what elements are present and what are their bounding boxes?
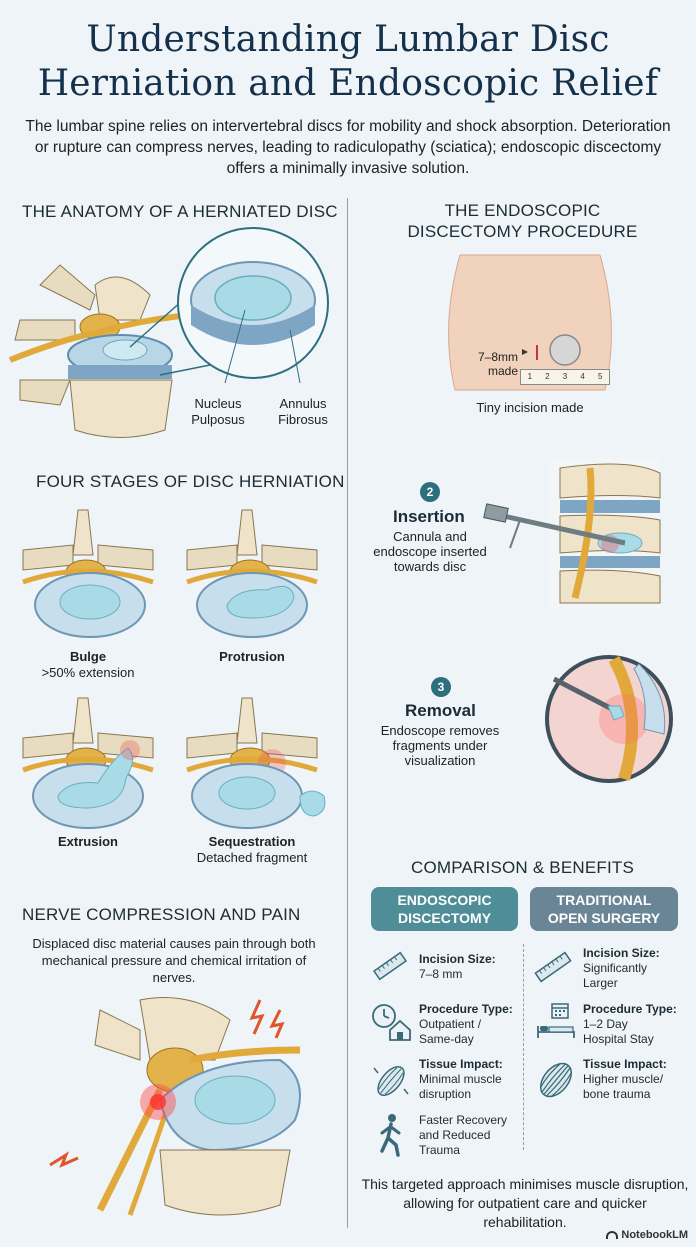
calendar-bed-icon	[537, 1003, 575, 1038]
procedure-heading: THE ENDOSCOPIC DISCECTOMY PROCEDURE	[355, 200, 690, 242]
stage-protrusion-illustration	[186, 509, 318, 638]
stage-protrusion-name: Protrusion	[219, 649, 285, 664]
stage-bulge-name: Bulge	[69, 649, 107, 664]
brand-name: NotebookLM	[621, 1229, 688, 1241]
column-divider	[347, 198, 348, 1228]
step-2-title: Insertion	[393, 507, 465, 526]
ruler: 1 2 3 4 5	[520, 369, 610, 385]
ruler-tick: 4	[580, 372, 585, 381]
ruler-icon	[534, 951, 572, 983]
stage-extrusion-name: Extrusion	[58, 834, 118, 849]
incision-label-line-2: made	[487, 364, 518, 378]
title-line-2: Herniation and Endoscopic Relief	[37, 63, 659, 104]
trad-incision-line-2: Larger	[583, 976, 618, 990]
endo-header-line-1: ENDOSCOPIC	[397, 892, 492, 908]
step-2-text: Cannula and endoscope inserted towards d…	[360, 529, 500, 574]
annulus-fibrosus-label: Annulus Fibrosus	[268, 396, 338, 428]
nerve-compression-illustration	[49, 997, 301, 1216]
trad-procedure-line-2: Hospital Stay	[583, 1032, 654, 1046]
step-3-text-line-2: fragments under	[392, 738, 488, 753]
stage-bulge-note: >50% extension	[41, 665, 135, 680]
stage-sequestration-note: Detached fragment	[196, 850, 308, 865]
step-2-text-line-1: Cannula and	[393, 529, 467, 544]
trad-procedure-label: Procedure Type:	[583, 1002, 677, 1016]
incision-illustration	[448, 254, 612, 391]
nucleus-pulposus-label: Nucleus Pulposus	[183, 396, 253, 428]
endo-procedure-line-1: Outpatient /	[419, 1017, 482, 1031]
title-line-1: Understanding Lumbar Disc	[86, 19, 610, 60]
endo-tissue-label: Tissue Impact:	[419, 1057, 503, 1071]
stage-sequestration-illustration	[186, 697, 326, 829]
step-3-text-line-1: Endoscope removes	[380, 723, 500, 738]
annulus-line-1: Annulus	[279, 396, 327, 411]
step-3-title: Removal	[405, 701, 476, 720]
endo-procedure-line-2: Same-day	[419, 1032, 474, 1046]
trad-tissue-line-2: bone trauma	[583, 1087, 651, 1101]
walking-person-icon	[380, 1114, 401, 1157]
step-2-number: 2	[420, 482, 440, 502]
step-2-text-line-2: endoscope inserted	[373, 544, 487, 559]
nucleus-line-2: Pulposus	[191, 412, 245, 427]
trad-incision-line-1: Significantly	[583, 961, 648, 975]
endo-recovery-line-1: Faster Recovery	[419, 1113, 508, 1127]
endo-recovery-line-3: Trauma	[419, 1143, 460, 1157]
endo-incision-value: 7–8 mm	[419, 967, 463, 981]
removal-illustration	[545, 655, 673, 783]
step-3-text-line-3: visualization	[404, 753, 476, 768]
ruler-tick: 2	[545, 372, 550, 381]
annulus-line-2: Fibrosus	[278, 412, 328, 427]
endo-header-line-2: DISCECTOMY	[397, 910, 492, 926]
ruler-icon	[372, 951, 408, 981]
muscle-icon	[373, 1066, 409, 1096]
nerve-heading: NERVE COMPRESSION AND PAIN	[22, 905, 301, 924]
incision-size-label: 7–8mm made	[470, 350, 518, 378]
endo-incision-label: Incision Size:	[419, 952, 496, 966]
stage-bulge-illustration	[22, 509, 154, 638]
incision-label-line-1: 7–8mm	[477, 350, 518, 364]
comparison-footer: This targeted approach minimises muscle …	[361, 1176, 689, 1230]
brand-mark-icon	[606, 1231, 619, 1240]
trad-header-line-1: TRADITIONAL	[556, 892, 652, 908]
anatomy-heading: THE ANATOMY OF A HERNIATED DISC	[22, 202, 338, 221]
step-2-text-line-3: towards disc	[393, 559, 467, 574]
procedure-heading-line-2: DISCECTOMY PROCEDURE	[407, 222, 638, 241]
incision-caption: Tiny incision made	[476, 400, 584, 415]
nucleus-line-1: Nucleus	[194, 396, 242, 411]
stage-sequestration-name: Sequestration	[208, 834, 296, 849]
stages-heading: FOUR STAGES OF DISC HERNIATION	[36, 472, 345, 491]
clock-house-icon	[372, 1004, 411, 1041]
stage-extrusion-illustration	[22, 697, 154, 829]
muscle-icon	[539, 1062, 573, 1098]
nerve-text: Displaced disc material causes pain thro…	[32, 936, 316, 985]
endoscopic-column-header: ENDOSCOPIC DISCECTOMY	[371, 887, 518, 931]
trad-tissue-label: Tissue Impact:	[583, 1057, 667, 1071]
anatomy-illustration	[8, 227, 329, 438]
endo-procedure-label: Procedure Type:	[419, 1002, 513, 1016]
insertion-illustration	[483, 458, 661, 608]
ruler-tick: 3	[562, 372, 568, 381]
endo-tissue-line-2: disruption	[419, 1087, 472, 1101]
procedure-heading-line-1: THE ENDOSCOPIC	[444, 201, 601, 220]
page-subtitle: The lumbar spine relies on intervertebra…	[25, 118, 671, 177]
page-title: Understanding Lumbar Disc Herniation and…	[0, 18, 696, 106]
step-3-number: 3	[431, 677, 451, 697]
comparison-divider	[523, 944, 524, 1150]
ruler-tick: 5	[597, 372, 603, 381]
trad-header-line-2: OPEN SURGERY	[547, 910, 661, 926]
step-3-text: Endoscope removes fragments under visual…	[370, 723, 510, 768]
brand-logo: NotebookLM	[606, 1229, 688, 1241]
endo-tissue-line-1: Minimal muscle	[419, 1072, 502, 1086]
comparison-heading: COMPARISON & BENEFITS	[410, 858, 635, 877]
trad-procedure-line-1: 1–2 Day	[583, 1017, 628, 1031]
trad-incision-label: Incision Size:	[583, 946, 660, 960]
trad-tissue-line-1: Higher muscle/	[583, 1072, 664, 1086]
ruler-tick: 1	[527, 372, 533, 381]
endo-recovery-line-2: and Reduced	[419, 1128, 491, 1142]
traditional-column-header: TRADITIONAL OPEN SURGERY	[530, 887, 678, 931]
